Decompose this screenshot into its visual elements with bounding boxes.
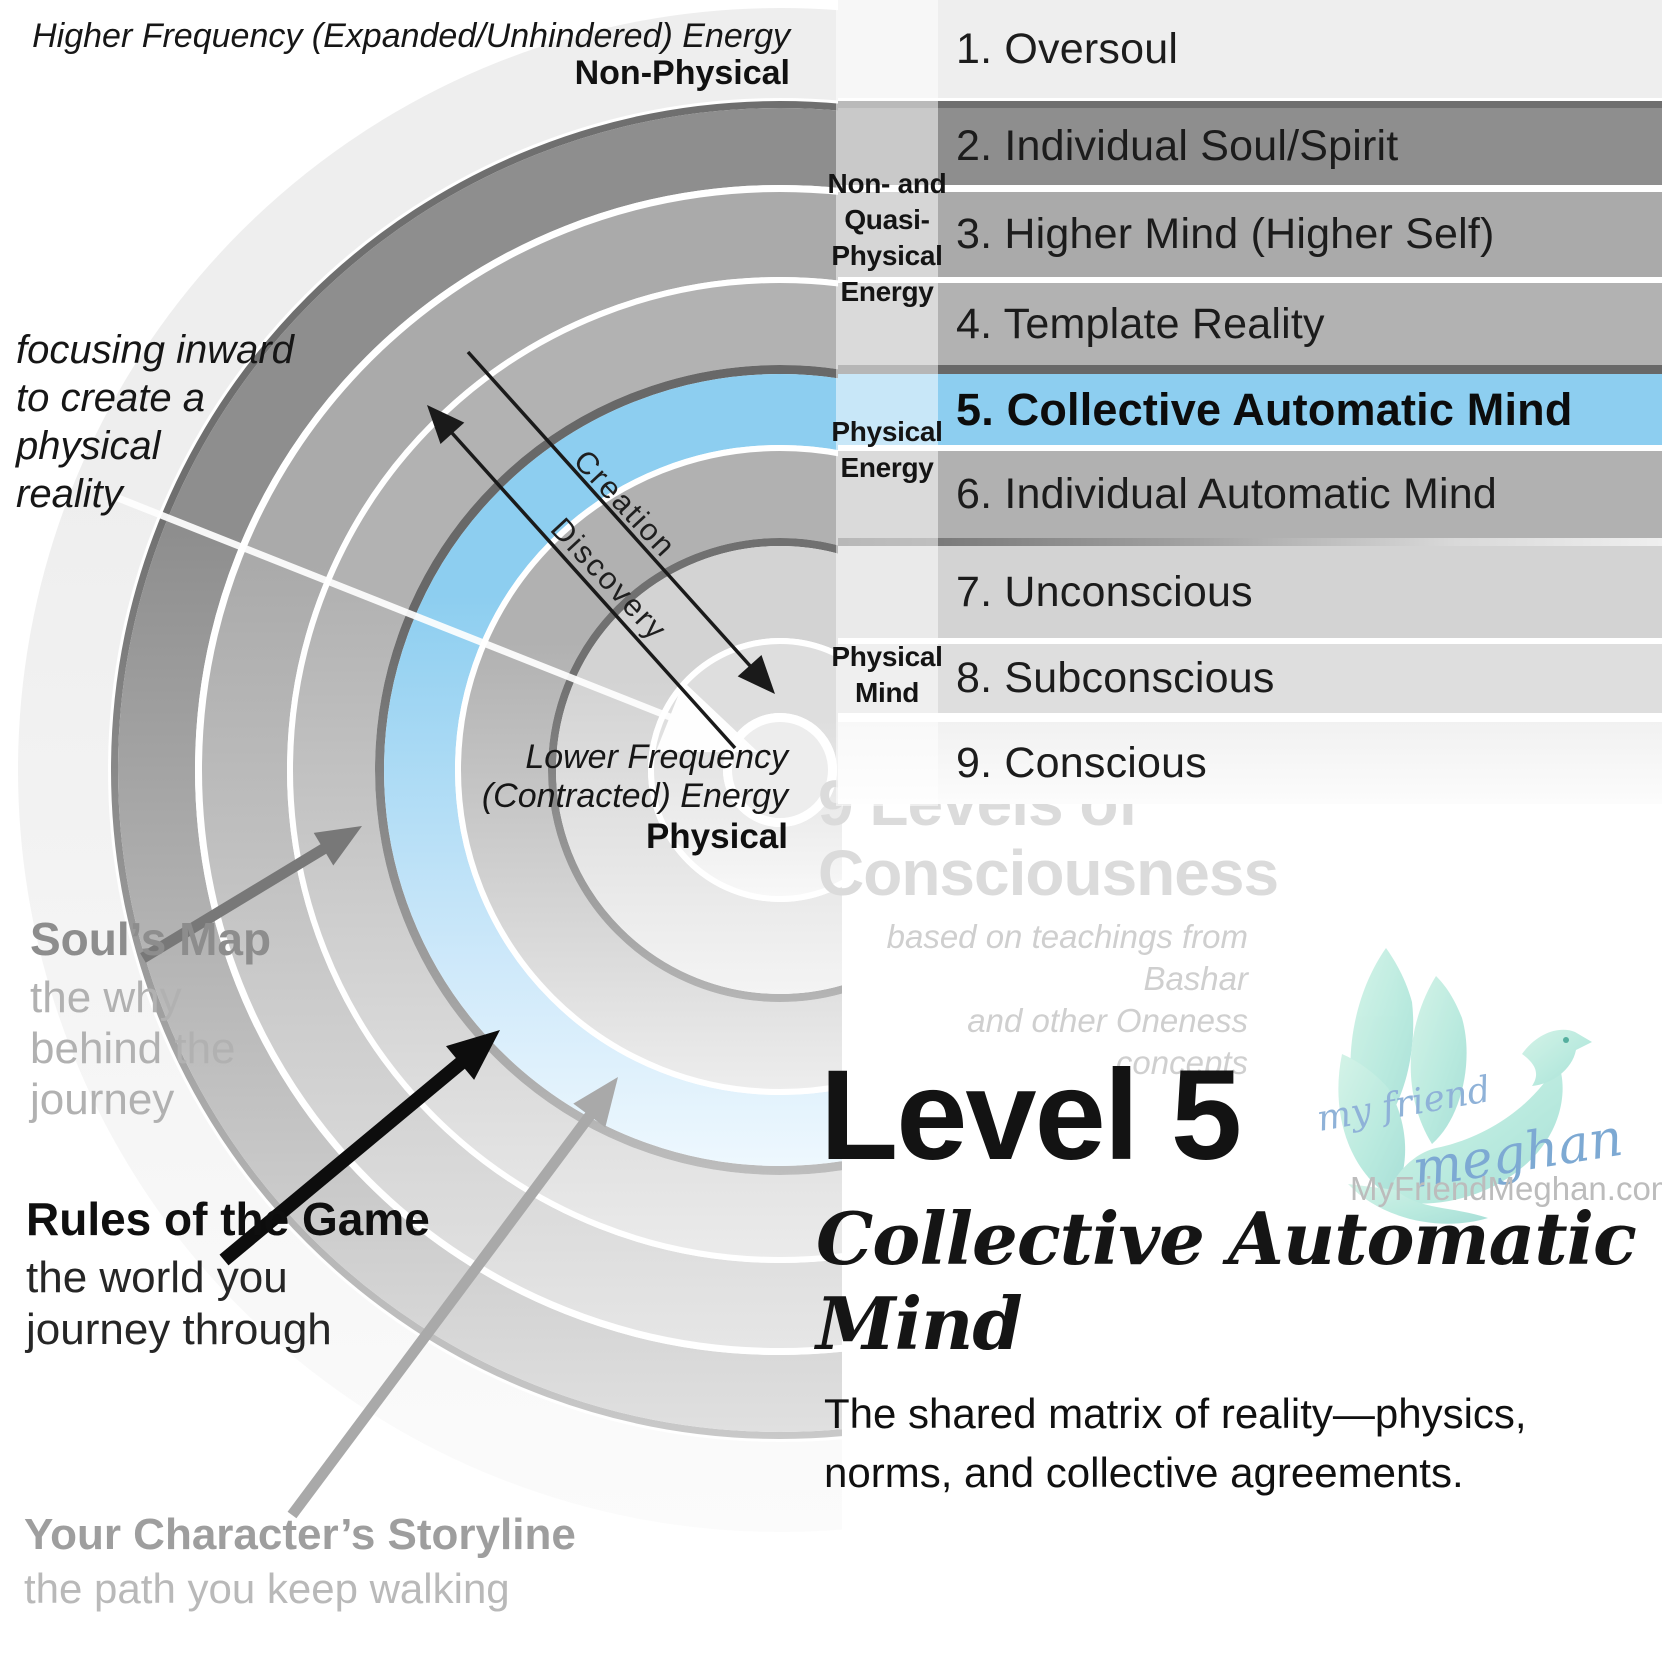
ring-5-collective-automatic-highlight [384, 374, 842, 1166]
souls-map-arrow [140, 826, 362, 963]
center-caption: Lower Frequency (Contracted) Energy Phys… [330, 738, 788, 857]
level-row-7: 7. Unconscious [838, 546, 1662, 638]
rules-of-game-annotation: Rules of the Game the world you journey … [26, 1193, 430, 1354]
bird-logo-icon [1338, 948, 1592, 1224]
level-2-label: 2. Individual Soul/Spirit [956, 122, 1399, 170]
creation-arrowhead-icon [737, 655, 775, 694]
level-6-label: 6. Individual Automatic Mind [956, 470, 1498, 518]
storyline-arrow [287, 1077, 618, 1519]
logo-site-url: MyFriendMeghan.com [1350, 1170, 1662, 1207]
level-row-5-highlighted: 5. Collective Automatic Mind [838, 374, 1662, 445]
level-name-script: Collective Automatic Mind [816, 1196, 1637, 1366]
focusing-inward-caption: focusing inward to create a physical rea… [16, 328, 294, 516]
group-label-physical-energy: Physical Energy [831, 416, 943, 483]
higher-frequency-label: Higher Frequency (Expanded/Unhindered) E… [32, 17, 790, 55]
level-5-label: 5. Collective Automatic Mind [956, 383, 1573, 435]
consciousness-rings [18, 8, 842, 1532]
row-separator [838, 98, 1662, 101]
level-9-label: 9. Conscious [956, 738, 1207, 787]
ring-2-individual-soul [118, 108, 842, 1432]
ring-6-individual-automatic [461, 451, 842, 1089]
row-separator [838, 445, 1662, 451]
level-row-3: 3. Higher Mind (Higher Self) [838, 192, 1662, 277]
ring-border-outer-dark [111, 101, 842, 1439]
discovery-arrowhead-icon [427, 405, 465, 444]
row-separator [838, 713, 1662, 722]
ring-3-higher-mind [202, 192, 842, 1348]
row-separator-dark [838, 365, 1662, 374]
rules-of-game-title: Rules of the Game [26, 1193, 430, 1245]
group-label-nonquasi-physical: Non- and Quasi- Physical Energy [827, 168, 947, 307]
level-row-8: 8. Subconscious [838, 644, 1662, 713]
ring-border-dark-3 [548, 538, 842, 1002]
souls-map-annotation: Soul’s Map the why behind the journey [30, 913, 272, 1124]
ring-4-template-reality [293, 283, 842, 1257]
energy-group-strip [836, 0, 938, 806]
storyline-annotation: Your Character’s Storyline the path you … [24, 1510, 576, 1612]
ring-1-oversoul [18, 8, 842, 1532]
level-3-label: 3. Higher Mind (Higher Self) [956, 210, 1495, 258]
top-caption: Higher Frequency (Expanded/Unhindered) E… [0, 18, 790, 92]
row-separator [838, 185, 1662, 192]
level-1-label: 1. Oversoul [956, 24, 1179, 73]
ring-border-dark-2 [375, 365, 842, 1175]
ring-separator-white-5 [723, 713, 837, 827]
level-7-label: 7. Unconscious [956, 567, 1253, 616]
lower-frequency-label-2: (Contracted) Energy [481, 777, 788, 815]
level-row-2: 2. Individual Soul/Spirit [838, 108, 1662, 185]
ring-separator-white-1 [195, 185, 842, 1355]
level-row-4: 4. Template Reality [838, 283, 1662, 365]
ring-8-subconscious [654, 644, 842, 896]
row-separator-dark-fade [838, 538, 1662, 546]
row-separator-dark [838, 101, 1662, 108]
watermark-credit: based on teachings from Bashar and other… [886, 918, 1248, 1081]
rules-of-game-arrow [219, 1030, 500, 1266]
level-4-label: 4. Template Reality [956, 299, 1325, 348]
group-label-physical-mind: Physical Mind [831, 641, 943, 708]
ring-separator-white-2 [287, 277, 842, 1263]
souls-map-title: Soul’s Map [30, 913, 272, 965]
storyline-title: Your Character’s Storyline [24, 1510, 576, 1559]
non-physical-label: Non-Physical [574, 54, 790, 92]
physical-label: Physical [645, 817, 788, 856]
level-8-label: 8. Subconscious [956, 654, 1275, 702]
ring-separator-white-4 [648, 638, 842, 902]
lower-frequency-label-1: Lower Frequency [525, 738, 788, 776]
level-description: The shared matrix of reality—physics, no… [824, 1390, 1527, 1496]
row-separator [838, 638, 1662, 644]
creation-arrow-line [466, 350, 754, 670]
row-separator [838, 277, 1662, 283]
level-row-9: 9. Conscious [838, 722, 1662, 804]
ring-separator-white-3 [455, 445, 842, 1095]
level-row-1: 1. Oversoul [838, 0, 1662, 98]
level-title: Level 5 [820, 1044, 1242, 1187]
discovery-arrow-line [450, 431, 737, 750]
creation-discovery-arrows [450, 350, 754, 750]
ring-9-conscious-center [732, 722, 828, 818]
ring-7-unconscious [556, 546, 842, 994]
level-row-6: 6. Individual Automatic Mind [838, 451, 1662, 538]
